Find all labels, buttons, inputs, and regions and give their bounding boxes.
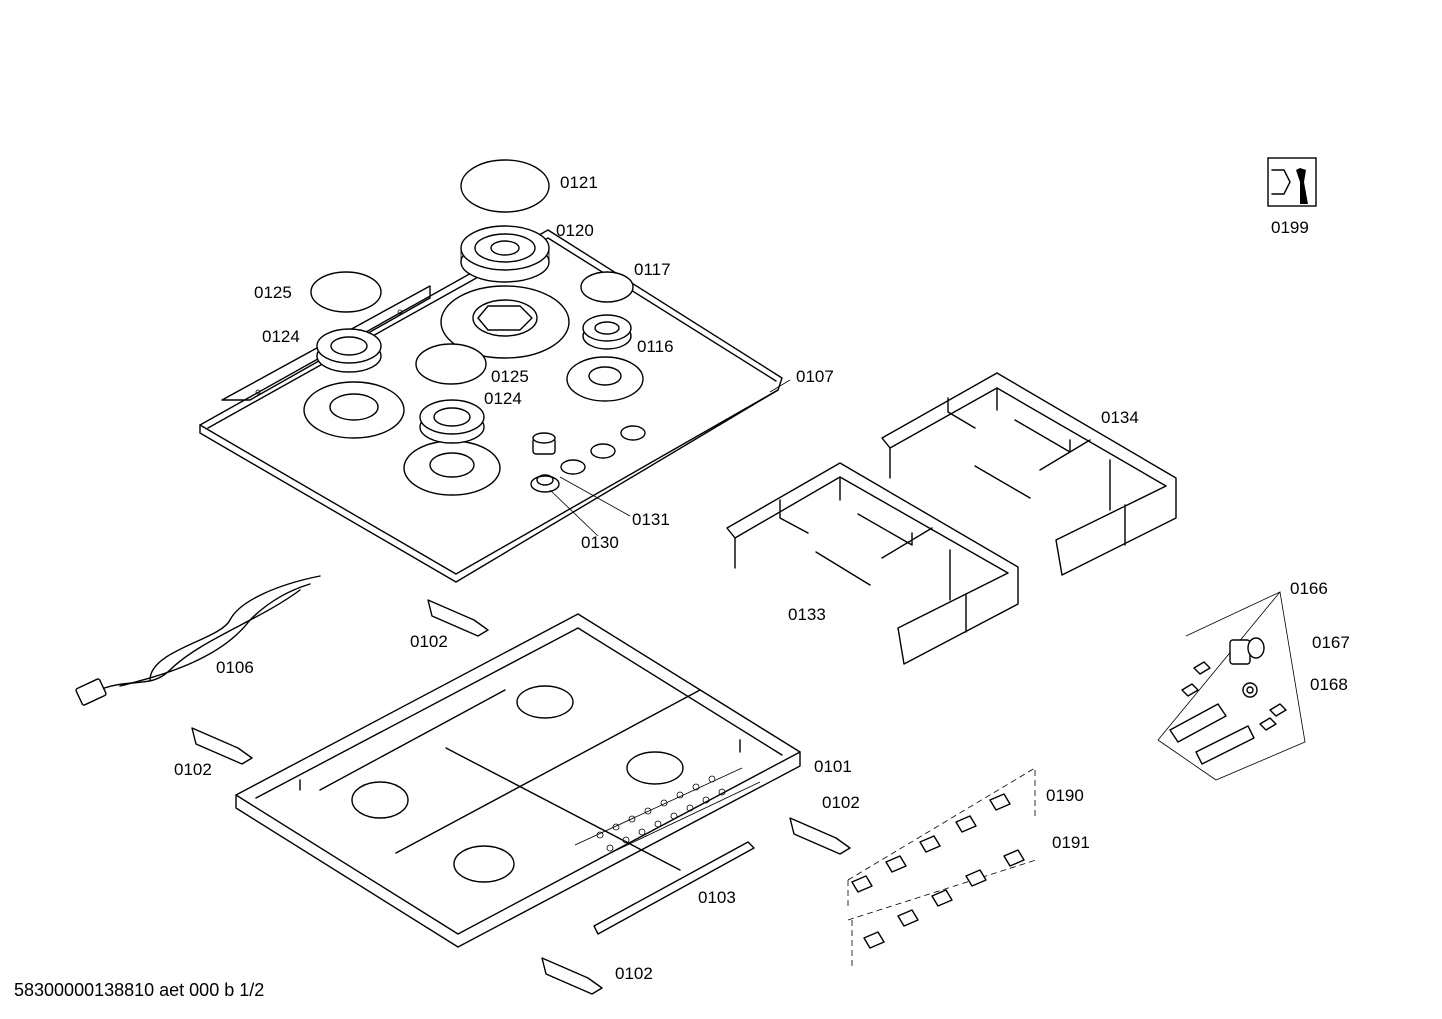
burner-crown-large [460,225,550,283]
label-0190: 0190 [1046,786,1084,805]
label-0191: 0191 [1052,833,1090,852]
mounting-clip-top [427,599,489,637]
bottom-tray [235,613,801,948]
label-0124-left: 0124 [262,327,300,346]
label-0102-left: 0102 [174,760,212,779]
mounting-clip-left [191,727,253,765]
pan-support-left [726,462,1019,665]
burner-cap-small [580,271,634,303]
burner-crown-medium-left [316,328,382,373]
label-0116: 0116 [637,337,674,356]
label-0117: 0117 [634,260,671,279]
pan-support-right [881,372,1177,576]
wrench-tool-icon [1267,157,1317,207]
mounting-clip-bottom [541,957,603,995]
label-0166: 0166 [1290,579,1328,598]
burner-crown-medium-front [419,399,485,444]
label-0199: 0199 [1271,218,1309,237]
drawing-reference-number: 58300000138810 aet 000 b 1/2 [14,980,265,1000]
seal-strip [593,841,755,935]
label-0102-bottom: 0102 [615,964,653,983]
power-cable [75,575,321,706]
label-0101: 0101 [814,757,852,776]
burner-base-left [303,381,405,439]
kit-screws [1181,661,1287,731]
control-knob [532,432,556,455]
label-0124-front: 0124 [484,389,522,408]
leader-lines [549,379,791,537]
mounting-clip-right [789,817,851,855]
label-0102-top: 0102 [410,632,448,651]
burner-cap-medium-front [415,343,487,385]
burner-cap-large [460,159,550,213]
label-0102-right: 0102 [822,793,860,812]
burner-base-back [440,285,570,359]
label-0125-left: 0125 [254,283,292,302]
gas-connection-kit [1157,591,1306,781]
label-0133: 0133 [788,605,826,624]
label-0131: 0131 [632,510,670,529]
label-0130: 0130 [581,533,619,552]
label-0107: 0107 [796,367,834,386]
label-0120: 0120 [556,221,594,240]
knob-holes [560,425,646,475]
burner-crown-small [582,314,632,350]
label-0134: 0134 [1101,408,1139,427]
label-0121: 0121 [560,173,598,192]
knob-bezel [530,474,560,493]
label-0168: 0168 [1310,675,1348,694]
elbow-connector [1229,637,1265,665]
screw-set [847,767,1037,966]
label-0103: 0103 [698,888,736,907]
label-0125-front: 0125 [491,367,529,386]
burner-base-right [566,356,644,402]
label-0167: 0167 [1312,633,1350,652]
label-0106: 0106 [216,658,254,677]
seal-ring [1242,682,1258,698]
burner-cap-medium-left [310,271,382,313]
burner-base-front [403,440,501,496]
